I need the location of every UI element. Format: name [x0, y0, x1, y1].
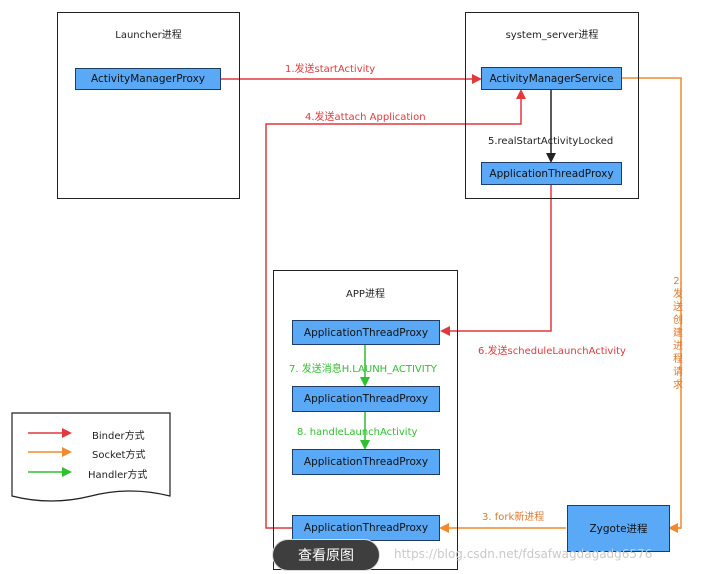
legend-socket-label: Socket方式 [92, 450, 146, 461]
activity-manager-service-node: ActivityManagerService [481, 67, 622, 90]
system-server-title: system_server进程 [505, 30, 599, 41]
app-thread-proxy-node-4: ApplicationThreadProxy [292, 515, 440, 541]
edge-4-attach-application [265, 89, 526, 529]
legend-handler-label: Handler方式 [88, 470, 148, 481]
launcher-title: Launcher进程 [115, 30, 182, 41]
edge-7-label: 7. 发送消息H.LAUNH_ACTIVITY [289, 364, 437, 375]
edge-5-label: 5.realStartActivityLocked [488, 136, 614, 147]
edge-8-label: 8. handleLaunchActivity [297, 427, 418, 438]
app-thread-proxy-node-3: ApplicationThreadProxy [292, 449, 440, 475]
app-thread-proxy-node-2: ApplicationThreadProxy [292, 386, 440, 412]
activity-manager-proxy-node: ActivityManagerProxy [75, 68, 221, 90]
legend-frame [11, 412, 171, 502]
watermark-text: https://blog.csdn.net/fdsafwagdagadg6576 [394, 547, 653, 561]
edge-6-scheduleLaunch [440, 185, 552, 336]
system-server-thread-proxy-node: ApplicationThreadProxy [481, 162, 622, 185]
system-server-process-box [465, 12, 639, 199]
edge-4-label: 4.发送attach Application [305, 112, 426, 123]
view-original-image-button[interactable]: 查看原图 [272, 539, 380, 571]
app-title: APP进程 [346, 289, 385, 300]
edge-2-label: 2.发送创建进程请求 [673, 276, 683, 391]
zygote-process-node: Zygote进程 [567, 505, 670, 552]
edge-3-label: 3. fork新进程 [482, 512, 545, 523]
launcher-process-box [57, 12, 240, 199]
legend-binder-label: Binder方式 [92, 431, 145, 442]
edge-1-label: 1.发送startActivity [285, 64, 376, 75]
edge-6-label: 6.发送scheduleLaunchActivity [478, 346, 626, 357]
app-thread-proxy-node-1: ApplicationThreadProxy [292, 320, 440, 345]
